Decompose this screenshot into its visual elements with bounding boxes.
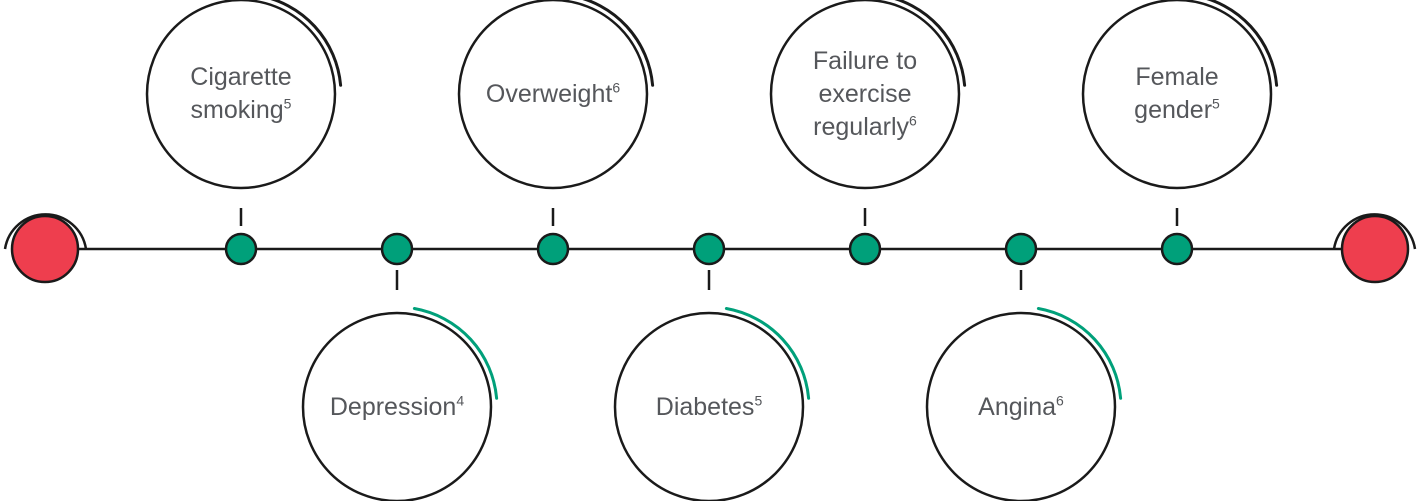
factor-accent-arc-3 [724,307,811,400]
reference-superscript: 5 [1212,95,1220,112]
factor-label-text: Failure to [812,46,918,75]
factor-accent-arc-2 [582,0,655,87]
factor-label-0: Cigarette smoking5 [156,34,326,154]
factor-label-line: Female [1135,61,1218,94]
factor-label-text: Female [1135,63,1219,91]
start-endpoint [3,213,88,284]
factor-label-6: Female gender5 [1092,34,1262,154]
factor-label-text: smoking [190,96,284,124]
factor-label-text: Overweight [485,79,613,108]
factor-label-4: Failure to exercise regularly6 [780,34,950,154]
reference-superscript: 6 [612,79,621,96]
factor-node-2 [536,232,570,266]
factor-label-line: Cigarette [190,61,291,94]
factor-label-text: regularly [813,112,910,141]
factor-layer [145,0,1279,501]
factor-node-6 [1160,232,1194,266]
factor-label-text: Diabetes [655,392,755,421]
factor-label-text: Cigarette [190,63,292,91]
factor-node-0 [224,232,258,266]
factor-label-line: Failure to [813,45,917,78]
start-endpoint-arc [3,213,88,250]
reference-superscript: 5 [754,392,763,409]
factor-label-1: Depression4 [312,347,482,467]
factor-label-2: Overweight6 [468,34,638,154]
factor-circle-0 [145,0,337,190]
factor-circle-5 [925,311,1117,501]
reference-superscript: 6 [909,112,917,129]
factor-label-5: Angina6 [936,347,1106,467]
factor-label-text: gender [1134,96,1213,124]
factor-label-line: exercise [818,78,911,111]
factor-accent-arc-1 [412,307,499,400]
end-endpoint [1332,213,1417,284]
factor-circle-6 [1081,0,1273,190]
factor-label-line: gender5 [1134,94,1220,127]
factor-label-text: Depression [329,392,457,421]
factor-node-3 [692,232,726,266]
factor-label-3: Diabetes5 [624,347,794,467]
factor-circle-4 [769,0,961,190]
factor-label-text: Angina [978,392,1057,421]
end-endpoint-arc [1332,213,1417,250]
factor-label-text: exercise [818,79,912,108]
end-endpoint-dot [1340,214,1410,284]
factor-label-line: Angina6 [978,391,1064,424]
factor-label-line: Diabetes5 [656,391,762,424]
factor-accent-arc-0 [270,0,343,87]
factor-circle-3 [613,311,805,501]
factor-node-1 [380,232,414,266]
factor-label-line: Depression4 [330,391,464,424]
reference-superscript: 4 [456,392,465,409]
factor-label-line: smoking5 [191,94,292,127]
factor-accent-arc-4 [894,0,967,87]
factor-label-line: Overweight6 [486,78,620,111]
reference-superscript: 6 [1056,392,1064,409]
factor-node-4 [848,232,882,266]
start-endpoint-dot [10,214,80,284]
reference-superscript: 5 [283,95,292,112]
factor-accent-arc-5 [1036,307,1123,400]
factor-label-line: regularly6 [813,111,917,144]
factor-circle-1 [301,311,493,501]
factor-node-5 [1004,232,1038,266]
factor-accent-arc-6 [1206,0,1279,87]
factor-circle-2 [457,0,649,190]
